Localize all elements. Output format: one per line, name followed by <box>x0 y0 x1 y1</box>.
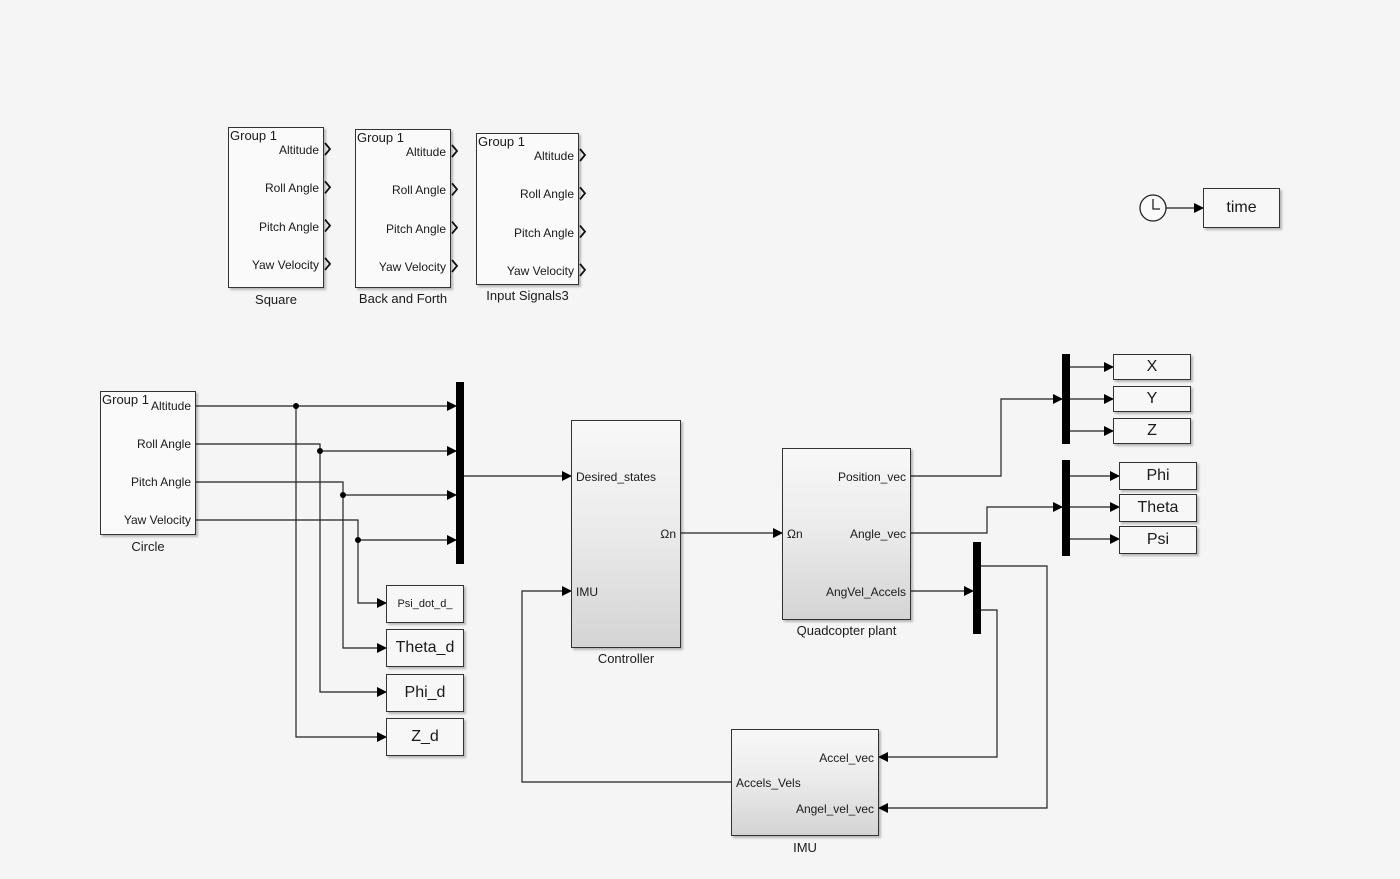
plant-block[interactable]: Ωn Position_vec Angle_vec AngVel_Accels <box>782 448 911 620</box>
outport-chevron-icon <box>451 221 459 235</box>
outport-chevron-icon <box>324 142 332 156</box>
port-accels-vels: Accels_Vels <box>736 776 801 790</box>
outport-chevron-icon <box>451 144 459 158</box>
port-imu: IMU <box>576 585 598 599</box>
mux-bar-desired <box>456 382 464 564</box>
line-roll-mux <box>196 443 457 456</box>
signal-builder-caption: Input Signals3 <box>486 288 569 303</box>
port-position-vec: Position_vec <box>837 470 906 484</box>
goto-psi-label: Psi <box>1146 531 1170 548</box>
demux-bar-angle <box>1062 460 1070 556</box>
line-yaw-psidot <box>357 540 387 608</box>
line-position-demux <box>911 394 1063 477</box>
imu-block[interactable]: Accel_vec Angel_vel_vec Accels_Vels <box>731 729 879 836</box>
imu-caption: IMU <box>793 840 817 855</box>
line-pitch-mux <box>196 481 457 500</box>
junction-dot <box>293 403 299 409</box>
port-angle-vec: Angle_vec <box>849 527 906 541</box>
goto-theta-d-label: Theta_d <box>395 639 455 656</box>
demux-bar-position <box>1062 354 1070 444</box>
outport-chevron-icon <box>579 148 587 162</box>
port-label: Altitude <box>405 145 446 159</box>
port-label: Pitch Angle <box>130 475 191 489</box>
goto-theta-label: Theta <box>1137 499 1179 516</box>
junction-dot <box>340 492 346 498</box>
port-omega-in: Ωn <box>787 527 803 541</box>
outport-chevron-icon <box>579 186 587 200</box>
junction-dot <box>355 537 361 543</box>
junction-dot <box>317 448 323 454</box>
goto-x-label: X <box>1146 358 1158 375</box>
group-label: Group 1 <box>102 392 149 407</box>
line-yaw-mux <box>196 519 457 545</box>
port-label: Altitude <box>150 399 191 413</box>
outport-chevron-icon <box>324 180 332 194</box>
port-accel-vec: Accel_vec <box>819 751 874 765</box>
goto-theta[interactable]: Theta <box>1119 494 1197 522</box>
goto-phi-label: Phi <box>1146 467 1170 484</box>
goto-x[interactable]: X <box>1113 354 1191 380</box>
signal-builder-caption: Back and Forth <box>358 291 448 306</box>
group-label: Group 1 <box>357 130 404 145</box>
port-label: Yaw Velocity <box>251 257 319 272</box>
goto-z-label: Z <box>1147 422 1157 439</box>
goto-phi[interactable]: Phi <box>1119 462 1197 490</box>
demux-bar-angvel <box>973 542 981 634</box>
goto-z-d[interactable]: Z_d <box>386 718 464 756</box>
line-imu-controller <box>521 586 731 783</box>
line-pitch-thetad <box>342 495 387 653</box>
goto-z[interactable]: Z <box>1113 418 1191 444</box>
port-angvel-accels: AngVel_Accels <box>825 585 906 599</box>
port-label: Roll Angle <box>391 183 446 198</box>
port-angel-vel-vec: Angel_vel_vec <box>795 802 874 816</box>
outport-chevron-icon <box>579 225 587 239</box>
port-label: Altitude <box>533 149 574 163</box>
goto-z-d-label: Z_d <box>411 728 439 745</box>
group-label: Group 1 <box>478 134 525 149</box>
goto-psi[interactable]: Psi <box>1119 526 1197 554</box>
signal-builder-caption: Square <box>255 292 297 307</box>
goto-y[interactable]: Y <box>1113 386 1191 412</box>
port-label: Pitch Angle <box>258 219 319 234</box>
outport-chevron-icon <box>324 219 332 233</box>
port-label: Yaw Velocity <box>378 259 446 274</box>
controller-block[interactable]: Desired_states IMU Ωn <box>571 420 681 648</box>
goto-y-label: Y <box>1146 390 1158 407</box>
port-label: Yaw Velocity <box>506 263 574 278</box>
line-angle-demux <box>911 502 1063 534</box>
goto-time-label: time <box>1226 199 1257 216</box>
goto-phi-d[interactable]: Phi_d <box>386 674 464 712</box>
controller-caption: Controller <box>597 651 655 666</box>
outport-chevron-icon <box>451 182 459 196</box>
port-label: Yaw Velocity <box>123 513 191 527</box>
goto-psi-dot-d[interactable]: Psi_dot_d_ <box>386 585 464 623</box>
goto-time[interactable]: time <box>1203 188 1280 228</box>
line-altitude-zd <box>295 406 387 742</box>
port-label: Roll Angle <box>519 187 574 202</box>
goto-phi-d-label: Phi_d <box>404 684 446 701</box>
port-label: Pitch Angle <box>513 225 574 240</box>
outport-chevron-icon <box>324 257 332 271</box>
line-demux-accel <box>878 609 998 762</box>
port-label: Pitch Angle <box>385 221 446 236</box>
port-omega-out: Ωn <box>660 527 676 541</box>
group-label: Group 1 <box>230 128 277 143</box>
outport-chevron-icon <box>579 263 587 277</box>
goto-theta-d[interactable]: Theta_d <box>386 629 464 667</box>
port-label: Roll Angle <box>136 437 191 451</box>
port-desired-states: Desired_states <box>576 470 657 484</box>
port-label: Roll Angle <box>264 181 319 196</box>
outport-chevron-icon <box>451 259 459 273</box>
port-label: Altitude <box>278 143 319 157</box>
clock-icon <box>1139 194 1167 222</box>
line-roll-phid <box>319 451 387 697</box>
signal-builder-caption: Circle <box>131 539 165 554</box>
line-demux-angvel <box>878 565 1048 813</box>
goto-psi-dot-d-label: Psi_dot_d_ <box>397 598 453 610</box>
plant-caption: Quadcopter plant <box>796 623 897 638</box>
